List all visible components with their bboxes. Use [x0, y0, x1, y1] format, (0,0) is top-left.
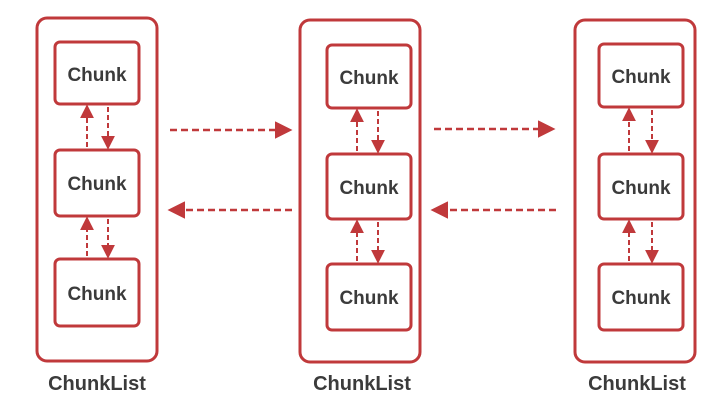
chunk-box: [325, 152, 413, 221]
chunklist-container: [298, 18, 422, 364]
chunklist-label: ChunkList: [588, 373, 686, 395]
chunk-label: Chunk: [339, 178, 399, 199]
chunk-label: Chunk: [611, 67, 671, 88]
chunk-box: [53, 148, 141, 218]
chunk-box: [597, 42, 685, 109]
chunk-box: [325, 43, 413, 110]
chunklist-label: ChunkList: [313, 373, 411, 395]
chunk-box: [53, 40, 141, 106]
chunklist-label: ChunkList: [48, 373, 146, 395]
chunk-box: [597, 152, 685, 221]
chunklist-container: [573, 18, 697, 364]
chunk-label: Chunk: [611, 178, 671, 199]
chunk-box: [597, 262, 685, 332]
chunk-label: Chunk: [67, 65, 127, 86]
chunk-label: Chunk: [67, 284, 127, 305]
chunk-label: Chunk: [339, 68, 399, 89]
chunk-box: [53, 257, 141, 328]
chunk-label: Chunk: [611, 288, 671, 309]
chunk-label: Chunk: [339, 288, 399, 309]
chunk-box: [325, 262, 413, 332]
chunklist-container: [35, 16, 159, 363]
chunk-label: Chunk: [67, 174, 127, 195]
